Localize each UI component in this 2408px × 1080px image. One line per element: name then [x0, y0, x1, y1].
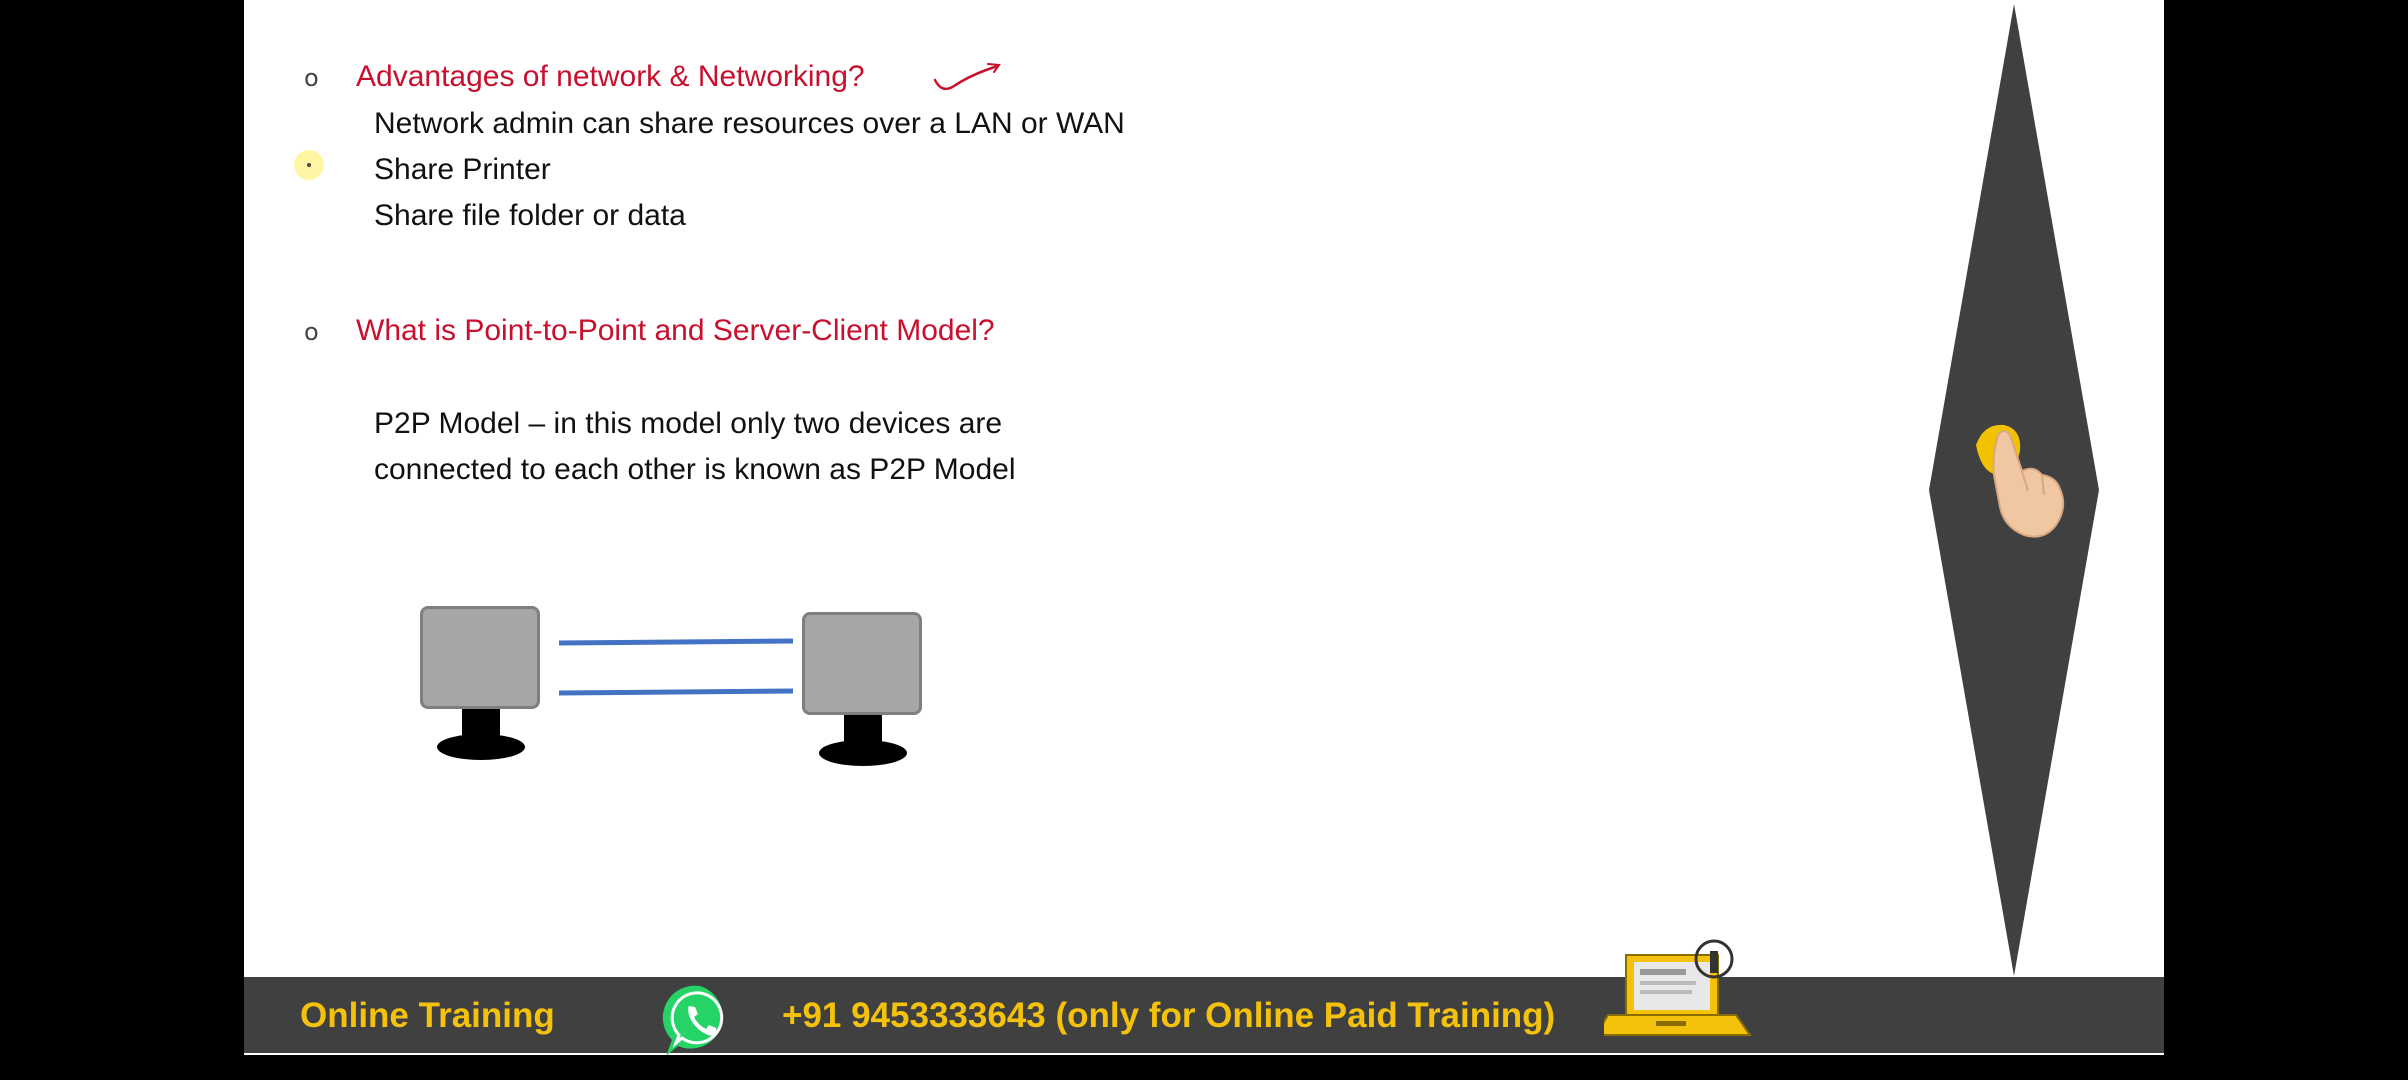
text-share-file: Share file folder or data: [374, 199, 686, 232]
checkmark-annotation-icon: [933, 63, 1001, 91]
footer-online-training: Online Training: [300, 996, 555, 1035]
footer-bar: Online Training +91 9453333643 (only for…: [244, 939, 2164, 1055]
heading-advantages: Advantages of network & Networking?: [356, 60, 865, 93]
bullet-marker: o: [304, 318, 319, 346]
text-share-printer: Share Printer: [374, 153, 551, 186]
p2p-link-lines: [559, 638, 794, 696]
text-network-admin: Network admin can share resources over a…: [374, 107, 1125, 140]
hand-pointer-icon: [1976, 424, 2065, 538]
monitor-icon: [420, 606, 542, 766]
heading-p2p-server-client: What is Point-to-Point and Server-Client…: [356, 314, 995, 347]
footer-phone-text: +91 9453333643 (only for Online Paid Tra…: [782, 996, 1556, 1035]
whatsapp-icon: [662, 985, 724, 1055]
laptop-icon: [1604, 939, 1752, 1036]
slide: o Advantages of network & Networking? Ne…: [244, 0, 2164, 1055]
text-p2p-line1: P2P Model – in this model only two devic…: [374, 407, 1003, 440]
bullet-marker: o: [304, 64, 319, 92]
monitor-icon: [802, 612, 924, 772]
cursor-highlight: [294, 150, 324, 180]
text-p2p-line2: connected to each other is known as P2P …: [374, 453, 1016, 486]
